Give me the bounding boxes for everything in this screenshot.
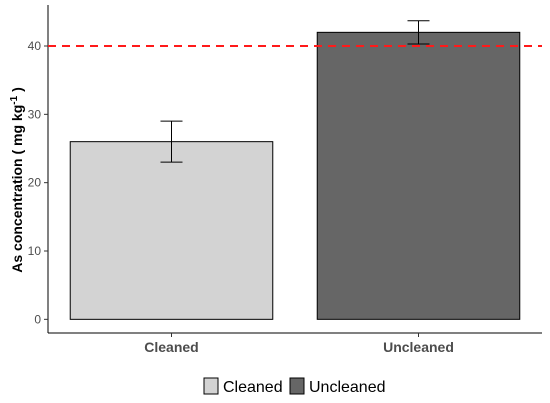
y-axis-title-main: As concentration ( mg kg [9, 105, 25, 273]
bar-cleaned [69, 141, 274, 320]
y-tick-label: 20 [28, 176, 42, 190]
y-tick-label: 40 [28, 39, 42, 53]
legend-swatch-cleaned [203, 377, 219, 395]
legend-label-cleaned: Cleaned [223, 379, 283, 396]
y-axis-title: As concentration ( mg kg-1 ) [9, 87, 26, 273]
y-tick-label: 30 [28, 107, 42, 121]
legend: Cleaned Uncleaned [203, 377, 386, 396]
y-tick-label: 10 [28, 244, 42, 258]
y-axis-title-superscript: -1 [9, 95, 20, 104]
x-tick-label-cleaned: Cleaned [144, 339, 198, 355]
legend-swatch-uncleaned [289, 377, 305, 395]
bar-uncleaned [316, 31, 521, 320]
legend-label-uncleaned: Uncleaned [309, 379, 386, 396]
x-tick-label-uncleaned: Uncleaned [383, 339, 454, 355]
y-tick-label: 0 [34, 312, 41, 326]
y-axis-title-suffix: ) [9, 87, 25, 96]
